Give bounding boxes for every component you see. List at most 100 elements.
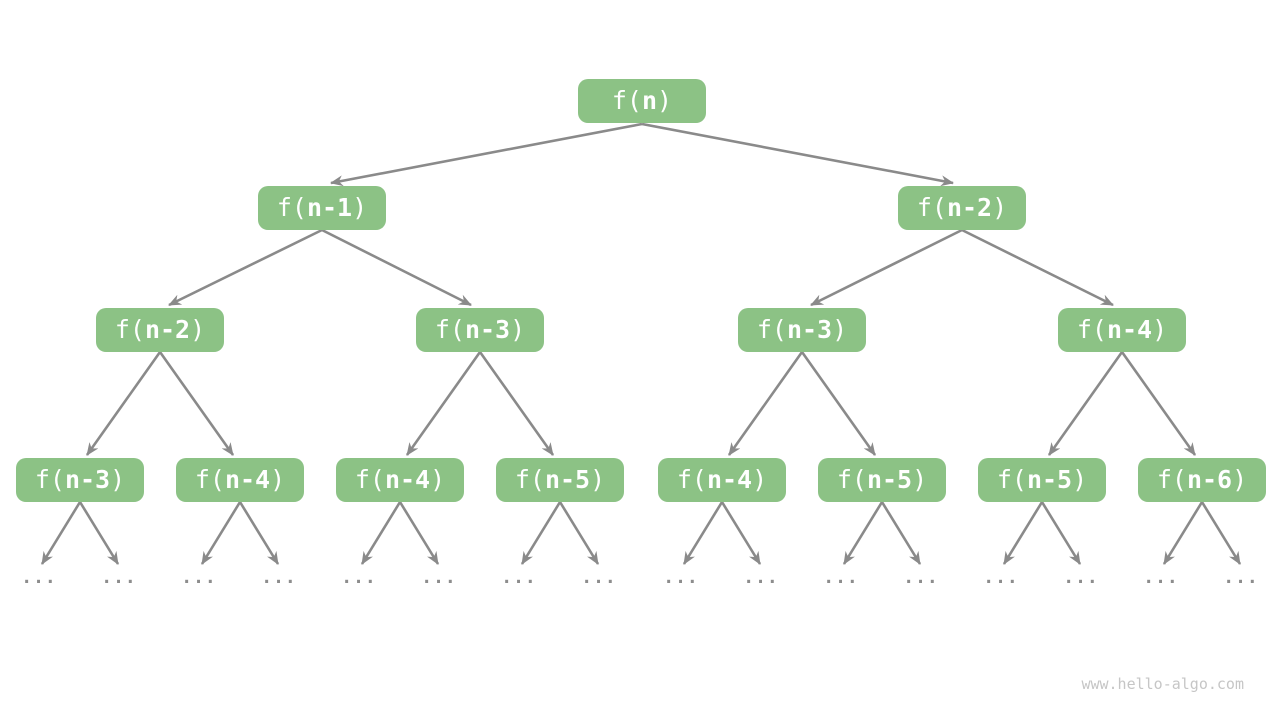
edge-arrow — [842, 501, 884, 565]
watermark: www.hello-algo.com — [1081, 675, 1244, 693]
node-label-arg: n-6 — [1186, 465, 1233, 494]
tree-node: f(n-5) — [496, 458, 624, 502]
node-label-arg: n-4 — [706, 465, 753, 494]
tree-node: f(n-3) — [416, 308, 544, 352]
node-label-suffix: ) — [190, 315, 206, 344]
edge-arrow — [961, 228, 1114, 307]
edge-arrow — [1040, 501, 1082, 565]
edge-arrow — [1120, 351, 1197, 456]
edge-arrow — [810, 228, 963, 307]
tree-node: f(n-4) — [658, 458, 786, 502]
node-label-prefix: f( — [114, 315, 145, 344]
tree-node: f(n-4) — [336, 458, 464, 502]
edge-arrow — [520, 501, 562, 565]
node-label-arg: n-3 — [786, 315, 833, 344]
edge-arrow — [1200, 501, 1242, 565]
node-label-arg: n-4 — [384, 465, 431, 494]
tree-node: f(n-4) — [176, 458, 304, 502]
node-label-arg: n-2 — [946, 193, 993, 222]
node-label-arg: n-5 — [866, 465, 913, 494]
node-label-arg: n-2 — [144, 315, 191, 344]
node-label-suffix: ) — [832, 315, 848, 344]
edge-arrow — [1162, 501, 1204, 565]
ellipsis-leaf: ... — [1223, 567, 1259, 588]
ellipsis-leaf: ... — [1063, 567, 1099, 588]
ellipsis-leaf: ... — [421, 567, 457, 588]
node-label-prefix: f( — [676, 465, 707, 494]
node-label-arg: n-4 — [1106, 315, 1153, 344]
edge-arrow — [880, 501, 922, 565]
ellipsis-leaf: ... — [903, 567, 939, 588]
ellipsis-leaf: ... — [261, 567, 297, 588]
node-label-arg: n-3 — [464, 315, 511, 344]
edge-arrow — [641, 122, 954, 187]
node-label-arg: n-5 — [1026, 465, 1073, 494]
node-label-arg: n — [641, 86, 658, 115]
edge-arrow — [800, 351, 877, 456]
edge-arrow — [158, 351, 235, 456]
node-label-prefix: f( — [354, 465, 385, 494]
node-label-prefix: f( — [34, 465, 65, 494]
ellipsis-leaf: ... — [21, 567, 57, 588]
node-label-prefix: f( — [434, 315, 465, 344]
node-label-prefix: f( — [996, 465, 1027, 494]
node-label-suffix: ) — [270, 465, 286, 494]
ellipsis-leaf: ... — [581, 567, 617, 588]
tree-node: f(n-5) — [818, 458, 946, 502]
tree-node: f(n-2) — [898, 186, 1026, 230]
node-label-suffix: ) — [590, 465, 606, 494]
ellipsis-leaf: ... — [663, 567, 699, 588]
tree-node: f(n-2) — [96, 308, 224, 352]
node-label-suffix: ) — [752, 465, 768, 494]
node-label-prefix: f( — [916, 193, 947, 222]
edge-arrow — [682, 501, 724, 565]
edge-arrow — [1002, 501, 1044, 565]
node-label-suffix: ) — [992, 193, 1008, 222]
ellipsis-leaf: ... — [743, 567, 779, 588]
edge-arrow — [360, 501, 402, 565]
node-label-prefix: f( — [276, 193, 307, 222]
tree-node: f(n-4) — [1058, 308, 1186, 352]
edge-arrow — [321, 228, 472, 307]
ellipsis-leaf: ... — [1143, 567, 1179, 588]
edge-arrow — [78, 501, 120, 565]
node-label-suffix: ) — [1152, 315, 1168, 344]
node-label-suffix: ) — [110, 465, 126, 494]
node-label-arg: n-1 — [306, 193, 353, 222]
node-label-prefix: f( — [756, 315, 787, 344]
edge-arrow — [1047, 351, 1124, 456]
node-label-arg: n-3 — [64, 465, 111, 494]
node-label-suffix: ) — [657, 86, 673, 115]
tree-node: f(n-1) — [258, 186, 386, 230]
tree-node: f(n-6) — [1138, 458, 1266, 502]
ellipsis-leaf: ... — [823, 567, 859, 588]
node-label-suffix: ) — [912, 465, 928, 494]
tree-node: f(n-3) — [738, 308, 866, 352]
ellipsis-leaf: ... — [983, 567, 1019, 588]
node-label-arg: n-4 — [224, 465, 271, 494]
node-label-prefix: f( — [836, 465, 867, 494]
node-label-suffix: ) — [352, 193, 368, 222]
ellipsis-leaf: ... — [181, 567, 217, 588]
ellipsis-leaf: ... — [101, 567, 137, 588]
edge-arrow — [85, 351, 162, 456]
node-label-suffix: ) — [430, 465, 446, 494]
node-label-suffix: ) — [1232, 465, 1248, 494]
tree-node: f(n-3) — [16, 458, 144, 502]
edge-arrow — [238, 501, 280, 565]
node-label-prefix: f( — [514, 465, 545, 494]
node-label-suffix: ) — [510, 315, 526, 344]
node-label-prefix: f( — [1156, 465, 1187, 494]
edge-arrow — [398, 501, 440, 565]
edge-arrow — [727, 351, 804, 456]
tree-node: f(n-5) — [978, 458, 1106, 502]
node-label-prefix: f( — [1076, 315, 1107, 344]
edge-arrow — [720, 501, 762, 565]
ellipsis-leaf: ... — [341, 567, 377, 588]
ellipsis-leaf: ... — [501, 567, 537, 588]
tree-node: f(n) — [578, 79, 706, 123]
edge-arrow — [558, 501, 600, 565]
edge-arrow — [200, 501, 242, 565]
node-label-prefix: f( — [611, 86, 642, 115]
